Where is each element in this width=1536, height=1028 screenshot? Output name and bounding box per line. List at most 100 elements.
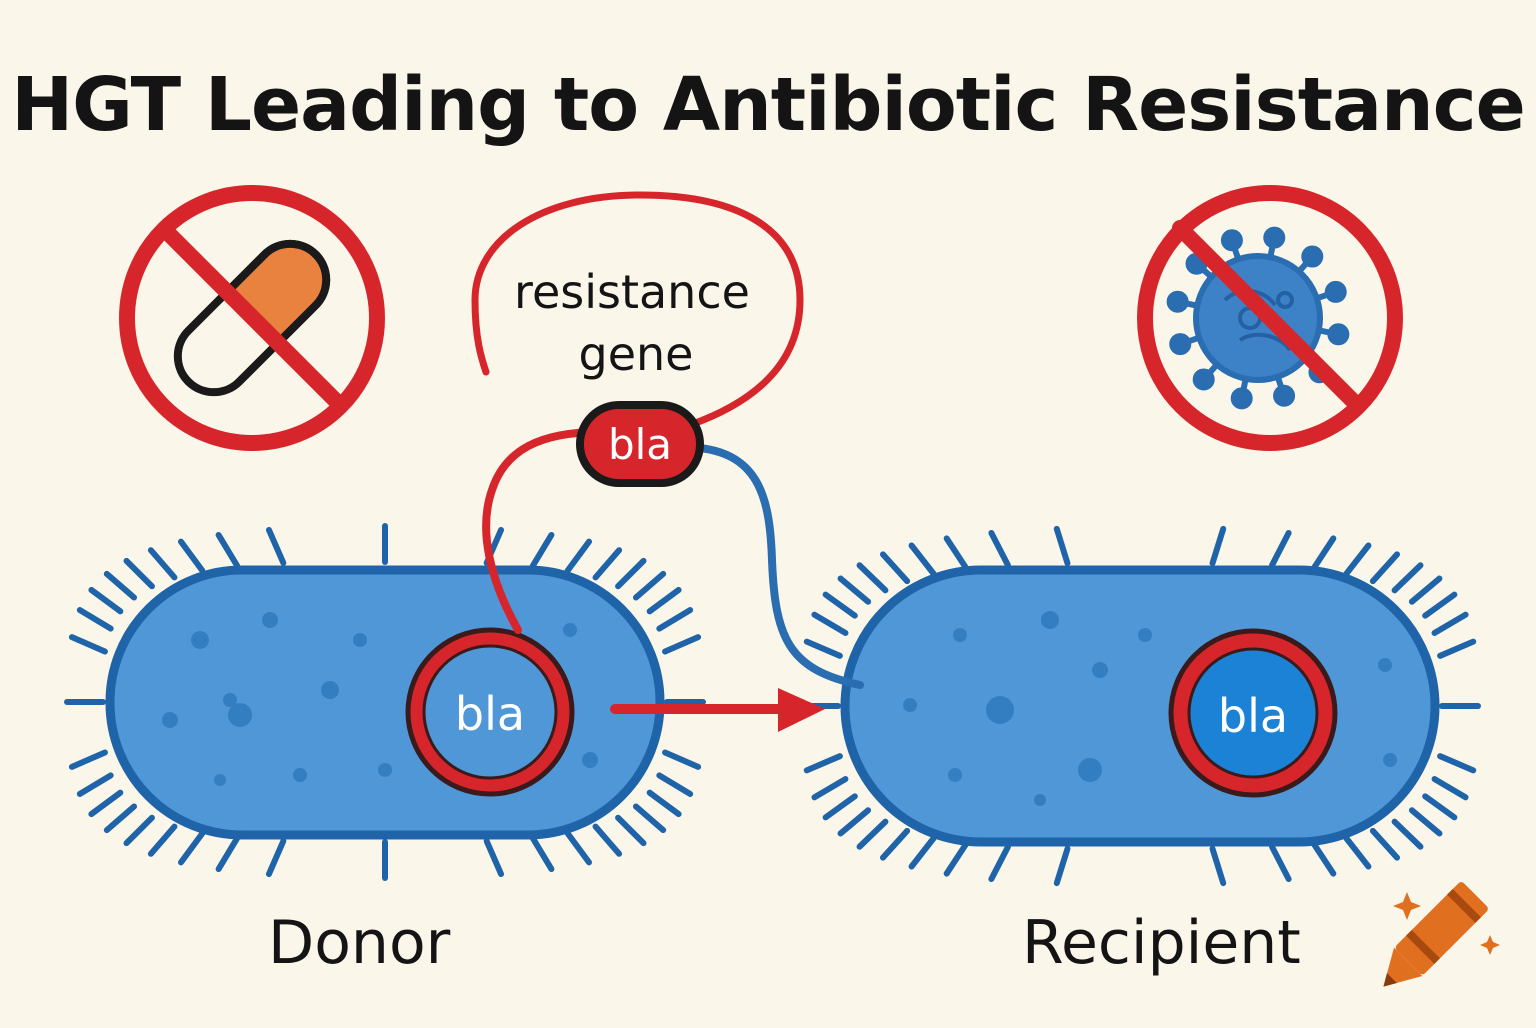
recipient-gene-label: bla xyxy=(1218,689,1288,743)
crayon-icon xyxy=(1383,882,1500,987)
donor-gene-label: bla xyxy=(455,687,525,741)
cilium xyxy=(1209,525,1227,567)
cilium xyxy=(76,607,114,632)
cilium xyxy=(68,634,108,655)
cilium xyxy=(662,634,702,655)
virus-spike-tip xyxy=(1169,333,1192,356)
cilium xyxy=(147,823,178,857)
cilium xyxy=(837,575,872,605)
plasmid-transfer xyxy=(471,191,864,732)
cilium xyxy=(123,814,155,847)
virus-spike-tip xyxy=(1166,290,1189,313)
cilium xyxy=(811,611,849,636)
cilium xyxy=(988,844,1011,883)
cilium xyxy=(103,570,138,601)
cilium xyxy=(592,823,623,857)
gene-tag-label: bla xyxy=(608,420,672,469)
cilium xyxy=(1369,827,1401,861)
recipient-plasmid: bla xyxy=(1168,628,1338,798)
virus-spike-tip xyxy=(1301,245,1324,268)
cilium xyxy=(822,793,858,821)
plasmid-label-line2: gene xyxy=(579,327,694,381)
cilium xyxy=(646,789,682,818)
cilium xyxy=(1209,845,1227,887)
cilium xyxy=(1391,562,1424,594)
cilium xyxy=(656,772,694,797)
plasmid-label-line1: resistance xyxy=(514,265,750,319)
virus-spike-tip xyxy=(1192,368,1215,391)
cilium xyxy=(1408,807,1443,837)
cilium xyxy=(592,547,623,581)
cilium xyxy=(215,531,241,569)
cilium xyxy=(646,586,682,615)
cilium xyxy=(88,586,124,615)
donor-cytoplasm-dots xyxy=(162,612,598,786)
cilium xyxy=(803,638,843,659)
transfer-arrow xyxy=(610,688,825,732)
cilium xyxy=(177,538,206,574)
cilium xyxy=(68,749,108,770)
cilium xyxy=(1310,840,1337,877)
virus-spike-tip xyxy=(1324,280,1347,303)
cilium xyxy=(483,838,505,878)
donor-label: Donor xyxy=(268,908,451,978)
cilium xyxy=(943,840,970,877)
cilium xyxy=(988,529,1011,568)
cilium xyxy=(811,776,849,801)
virus-spike-tip xyxy=(1273,384,1296,407)
cilium xyxy=(103,803,138,834)
cilium xyxy=(76,772,114,797)
cilium xyxy=(265,838,287,878)
cilium xyxy=(856,818,889,850)
cilium xyxy=(1391,818,1424,850)
cilium xyxy=(1422,793,1458,821)
cilium xyxy=(632,803,667,834)
cilium xyxy=(147,547,178,581)
cilium xyxy=(1431,611,1469,636)
virus-spike-tip xyxy=(1230,387,1253,410)
cilium xyxy=(1343,835,1372,870)
cilium xyxy=(1053,525,1071,567)
cilium xyxy=(943,535,970,572)
cilium xyxy=(1369,551,1401,585)
no-pill-icon xyxy=(119,185,385,451)
cilium xyxy=(177,830,206,866)
cilium xyxy=(908,542,937,577)
cilium xyxy=(1310,535,1337,572)
gene-tag: bla xyxy=(576,401,704,487)
cilium xyxy=(1343,542,1372,577)
cilium xyxy=(656,607,694,632)
cilium xyxy=(1408,575,1443,605)
cilium xyxy=(123,557,155,590)
cilium xyxy=(822,591,858,619)
cilium xyxy=(837,807,872,837)
cilium xyxy=(1431,776,1469,801)
cilium xyxy=(1437,638,1477,659)
cilium xyxy=(564,538,593,574)
cilium xyxy=(564,830,593,866)
virus-spike-tip xyxy=(1263,226,1286,249)
cilium xyxy=(615,814,647,847)
cilium xyxy=(632,570,667,601)
cilium xyxy=(615,557,647,590)
cilium xyxy=(662,749,702,770)
donor-cell: bla xyxy=(64,523,706,881)
donor-plasmid: bla xyxy=(405,627,575,797)
recipient-cilia xyxy=(799,525,1481,887)
cilium xyxy=(1053,845,1071,887)
cilium xyxy=(215,835,241,873)
cilium xyxy=(529,835,555,873)
recipient-label: Recipient xyxy=(1022,908,1301,978)
cilium xyxy=(1437,753,1477,774)
cilium xyxy=(529,531,555,569)
cilium xyxy=(1269,529,1292,568)
recipient-cell: bla xyxy=(799,525,1481,887)
virus-spike-tip xyxy=(1327,323,1350,346)
no-virus-icon xyxy=(1137,185,1403,451)
donor-cilia xyxy=(64,523,706,881)
cilium xyxy=(879,827,911,861)
cilium xyxy=(1422,591,1458,619)
recipient-cytoplasm-dots xyxy=(903,611,1397,806)
cilium xyxy=(803,753,843,774)
